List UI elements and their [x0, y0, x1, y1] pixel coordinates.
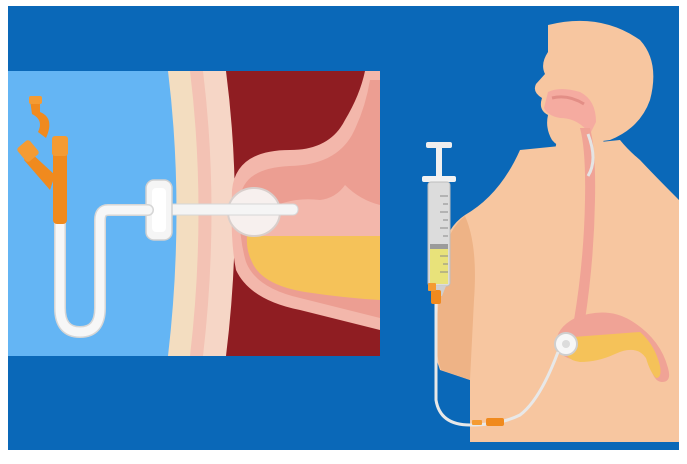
- syringe-connector: [431, 290, 441, 304]
- syringe-fluid: [430, 248, 448, 284]
- plunger-thumb: [426, 142, 452, 148]
- syringe-connector-cap: [428, 283, 436, 291]
- line-clip: [472, 420, 482, 425]
- line-clamp: [486, 418, 504, 426]
- gastrostomy-tube-shaft: [160, 204, 298, 215]
- bolster-highlight: [152, 188, 166, 232]
- plunger-seal: [430, 244, 448, 249]
- closeup-panel: [8, 71, 380, 356]
- barrel-flange: [422, 176, 456, 182]
- g-tube-port-center: [562, 340, 570, 348]
